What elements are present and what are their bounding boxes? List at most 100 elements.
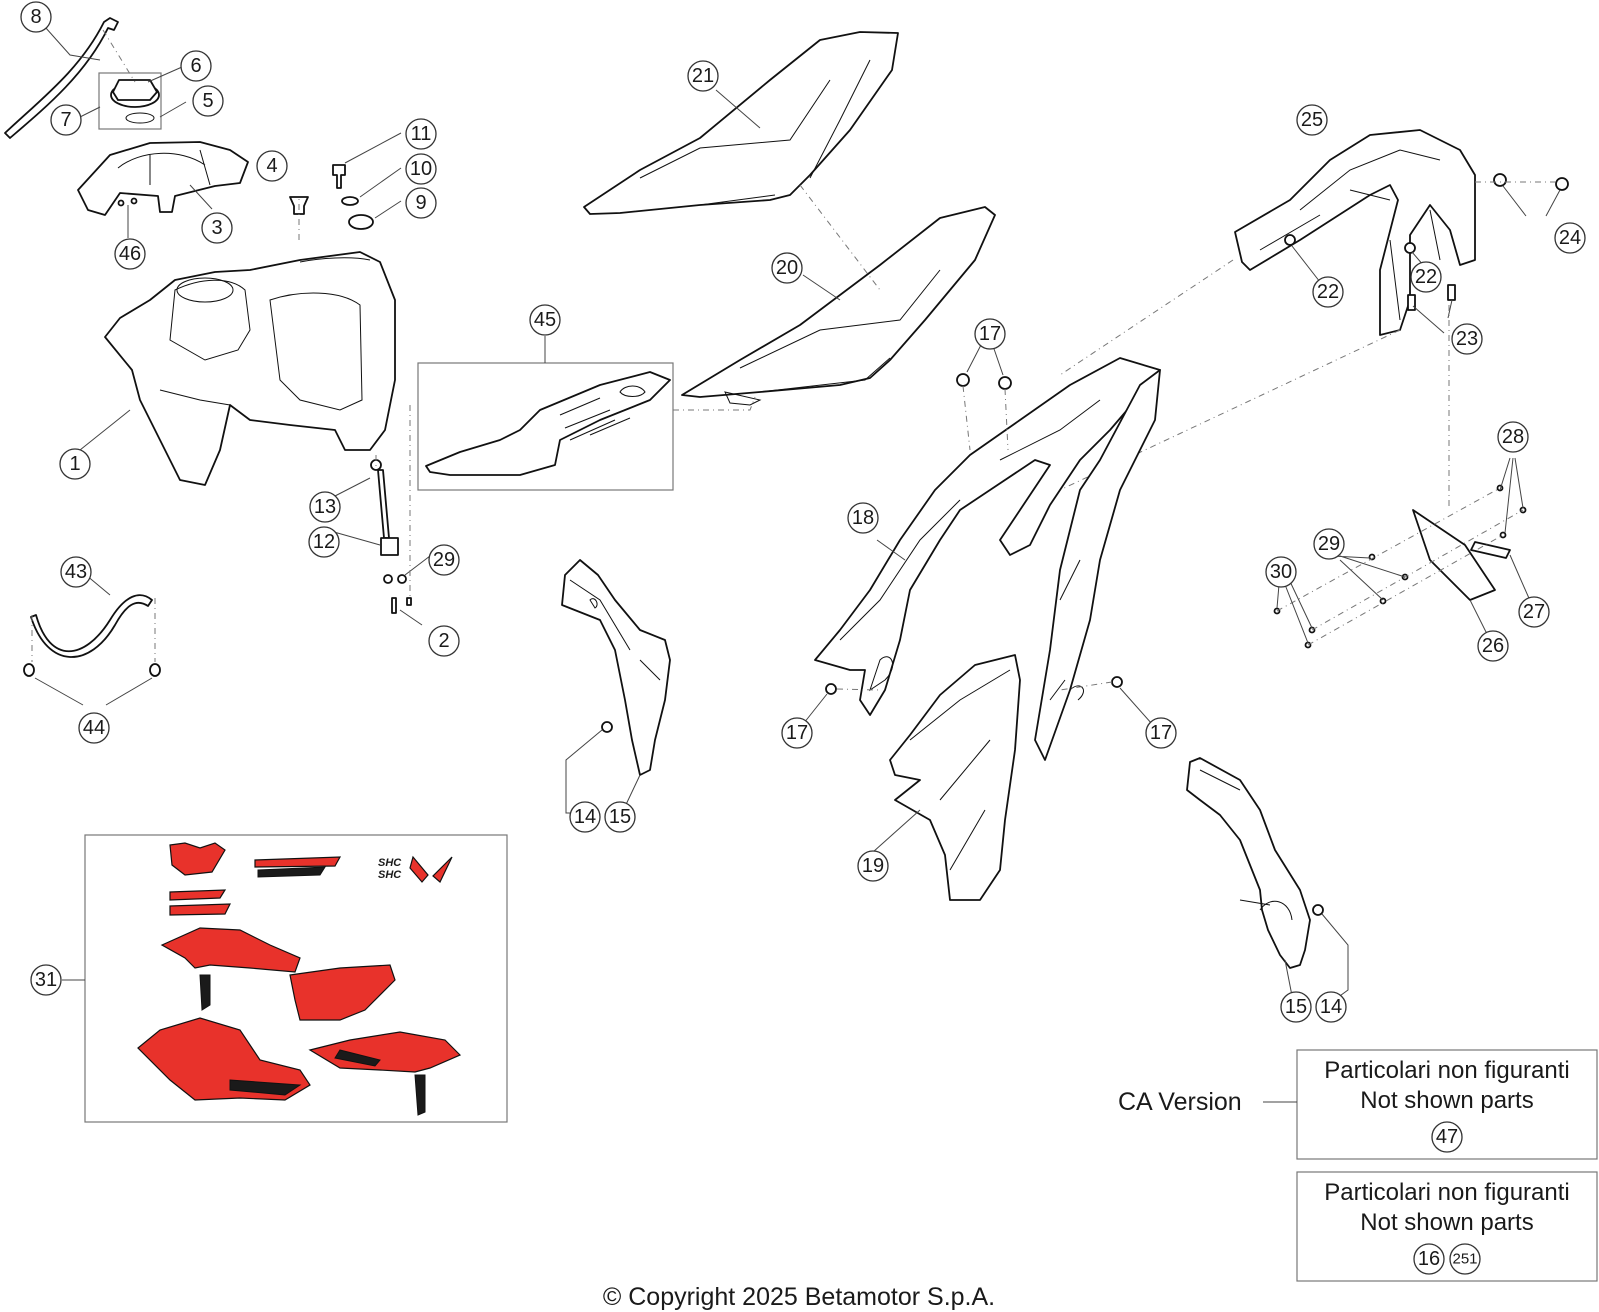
note-box2-line1: Particolari non figuranti [1324,1179,1569,1206]
svg-text:14: 14 [574,806,596,828]
callout-44: 44 [78,712,110,744]
fuel-tank-part [104,251,396,486]
callout-4: 4 [256,150,288,182]
callout-13: 13 [309,491,341,523]
svg-text:251: 251 [1452,1251,1477,1268]
svg-text:5: 5 [202,90,213,112]
callout-15-right: 15 [1280,991,1312,1023]
svg-text:17: 17 [1150,722,1172,744]
svg-text:13: 13 [314,496,336,518]
callout-29-left: 29 [428,544,460,576]
callout-12: 12 [308,526,340,558]
side-shroud-part [1034,369,1161,761]
note-box2-line2: Not shown parts [1360,1209,1533,1236]
svg-text:43: 43 [65,561,87,583]
rear-frame-25-part [1234,129,1476,336]
callout-14-right: 14 [1315,991,1347,1023]
svg-text:6: 6 [190,55,201,77]
fuel-cap-part [98,72,162,130]
seat-base-part [425,371,671,476]
license-bracket-26-part [1412,509,1496,601]
callout-17-top: 17 [974,318,1006,350]
svg-text:29: 29 [433,549,455,571]
svg-text:28: 28 [1502,426,1524,448]
svg-text:1: 1 [69,453,80,475]
svg-text:26: 26 [1482,635,1504,657]
svg-text:21: 21 [692,65,714,87]
note-box1-line2: Not shown parts [1360,1087,1533,1114]
callout-10: 10 [405,153,437,185]
note-box1-line1: Particolari non figuranti [1324,1057,1569,1084]
copyright-text: © Copyright 2025 Betamotor S.p.A. [603,1283,995,1311]
callout-17-right: 17 [1145,717,1177,749]
callout-18: 18 [847,502,879,534]
svg-text:46: 46 [119,243,141,265]
svg-text:2: 2 [438,630,449,652]
svg-text:4: 4 [266,155,277,177]
callout-27: 27 [1518,596,1550,628]
svg-text:SHC: SHC [378,869,402,881]
svg-text:45: 45 [534,309,556,331]
seat-20-part [681,206,996,398]
callout-43: 43 [60,556,92,588]
svg-text:22: 22 [1317,281,1339,303]
svg-text:23: 23 [1456,328,1478,350]
callout-19: 19 [857,850,889,882]
callout-9: 9 [405,187,437,219]
callout-25: 25 [1296,104,1328,136]
not-shown-parts-box [1296,1171,1598,1282]
callout-251: 251 [1449,1243,1481,1275]
svg-text:22: 22 [1415,266,1437,288]
hose-part [30,594,153,658]
callout-5: 5 [192,85,224,117]
svg-text:15: 15 [609,806,631,828]
callout-20: 20 [771,252,803,284]
svg-text:14: 14 [1320,996,1342,1018]
frame-guard-right-part [1186,757,1311,969]
callout-26: 26 [1477,630,1509,662]
svg-text:15: 15 [1285,996,1307,1018]
number-plate-19-part [889,654,1021,901]
callout-1: 1 [59,448,91,480]
ca-version-label: CA Version [1118,1088,1242,1116]
svg-text:27: 27 [1523,601,1545,623]
not-shown-parts-box-ca [1296,1049,1598,1160]
svg-text:10: 10 [410,158,432,180]
callout-24: 24 [1554,222,1586,254]
svg-text:20: 20 [776,257,798,279]
svg-text:16: 16 [1418,1248,1440,1270]
svg-text:29: 29 [1318,533,1340,555]
svg-text:47: 47 [1436,1126,1458,1148]
callout-22-a: 22 [1312,276,1344,308]
svg-text:3: 3 [211,217,222,239]
svg-text:SHC: SHC [378,857,402,869]
callout-7: 7 [50,104,82,136]
callout-2: 2 [428,625,460,657]
svg-text:11: 11 [411,123,432,145]
svg-text:17: 17 [979,323,1001,345]
callout-11: 11 [405,118,437,150]
svg-text:9: 9 [415,192,426,214]
svg-text:31: 31 [35,969,57,991]
svg-text:25: 25 [1301,109,1323,131]
svg-text:24: 24 [1559,227,1581,249]
svg-text:12: 12 [313,531,335,553]
callout-8: 8 [20,1,52,33]
callout-3: 3 [201,212,233,244]
callout-29-right: 29 [1313,528,1345,560]
svg-text:44: 44 [83,717,105,739]
callout-45: 45 [529,304,561,336]
callout-15-left: 15 [604,801,636,833]
svg-text:17: 17 [786,722,808,744]
callout-46: 46 [114,238,146,270]
side-panel-18-part [814,357,1161,716]
decal-kit: SHC SHC [137,842,462,1116]
frame-guard-left-part [561,559,671,776]
svg-text:19: 19 [862,855,884,877]
callout-21: 21 [687,60,719,92]
callout-22-b: 22 [1410,261,1442,293]
svg-text:30: 30 [1270,561,1292,583]
svg-text:8: 8 [30,6,41,28]
callout-14-left: 14 [569,801,601,833]
